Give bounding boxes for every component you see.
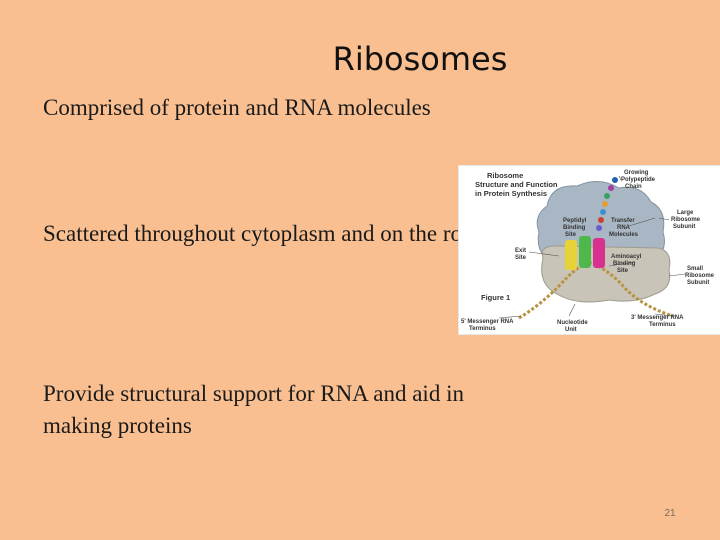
bullet-location: Scattered throughout cytoplasm and on th… [43,221,461,246]
label-mrna-3: 3' Messenger RNA Terminus [631,315,685,328]
label-nucleotide-unit: Nucleotide Unit [557,320,589,333]
trna-green [579,236,591,268]
trna-yellow [565,240,577,270]
ribosome-diagram: Ribosome Structure and Function in Prote… [461,170,716,333]
small-subunit-shape [541,245,671,303]
chain-bead [608,185,614,191]
label-growing-chain: Growing Polypeptide Chain [621,170,657,190]
ribosome-figure: Ribosome Structure and Function in Prote… [458,165,720,335]
chain-bead [600,209,606,215]
figure-heading: Ribosome Structure and Function in Prote… [475,171,560,198]
label-peptidyl-site: Peptidyl Binding Site [563,218,588,238]
label-small-subunit: Small Ribosome Subunit [685,266,716,286]
label-transfer-rna: Transfer RNA Molecules [609,218,639,238]
label-large-subunit: Large Ribosome Subunit [671,210,702,230]
label-mrna-5: 5' Messenger RNA Terminus [461,319,515,332]
figure-number: Figure 1 [481,293,510,302]
trna-magenta [593,238,605,268]
chain-bead [602,201,608,207]
chain-bead [612,177,618,183]
chain-bead [604,193,610,199]
label-aminoacyl-site: Aminoacyl Binding Site [611,254,643,274]
bullet-composition: Comprised of protein and RNA molecules [43,95,431,120]
page-number: 21 [664,508,676,519]
label-exit-site: Exit Site [515,248,528,261]
bullet-function: Provide structural support for RNA and a… [43,381,464,438]
chain-bead [598,217,604,223]
chain-bead [596,225,602,231]
slide-title: Ribosomes [332,40,508,78]
